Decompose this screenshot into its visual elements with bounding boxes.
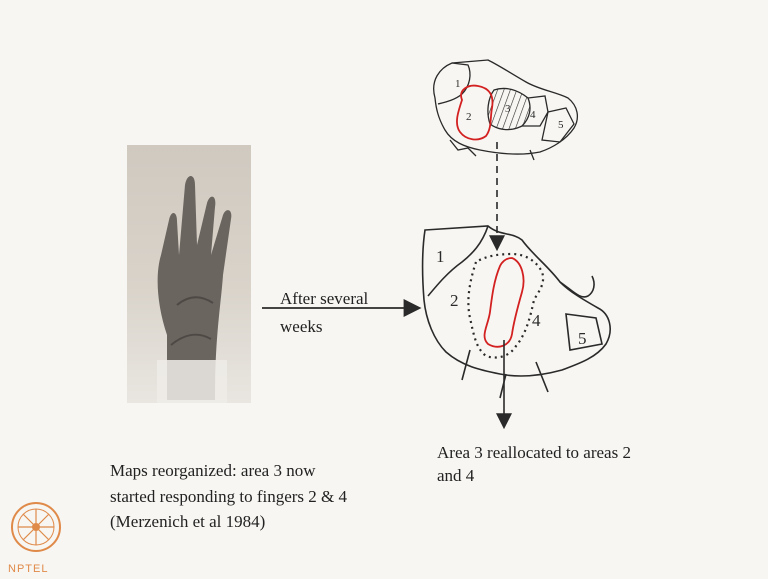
top-label-2: 2: [466, 111, 472, 123]
nptel-logo: [8, 487, 64, 567]
right-caption-line-1: Area 3 reallocated to areas 2: [437, 442, 631, 463]
bottom-label-4: 4: [532, 311, 541, 330]
top-label-3: 3: [505, 103, 511, 115]
left-caption-line-3: (Merzenich et al 1984): [110, 511, 265, 532]
bottom-label-2: 2: [450, 291, 459, 310]
top-label-5: 5: [558, 119, 564, 131]
bottom-label-1: 1: [436, 247, 445, 266]
arrow-label-line-2: weeks: [280, 316, 322, 337]
arrow-label-line-1: After several: [280, 288, 368, 309]
left-caption-line-2: started responding to fingers 2 & 4: [110, 486, 347, 507]
bottom-label-5: 5: [578, 329, 587, 348]
left-caption-line-1: Maps reorganized: area 3 now: [110, 460, 316, 481]
bottom-dotted-boundary: [468, 254, 543, 358]
nptel-logo-text: NPTEL: [8, 563, 48, 575]
top-label-1: 1: [455, 78, 461, 90]
top-label-4: 4: [530, 109, 536, 121]
right-caption-line-2: and 4: [437, 465, 474, 486]
bottom-area-2-outline: [485, 258, 524, 347]
